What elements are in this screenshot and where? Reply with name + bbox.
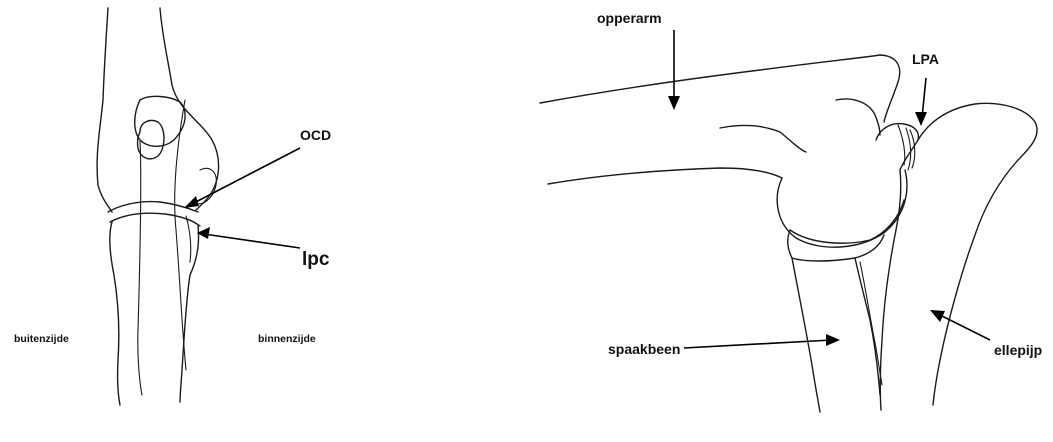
radius-shaft-right [854,257,881,396]
inner-side-label: binnenzijde [258,333,316,345]
lpa-arrow [921,77,927,119]
radius-front-outline [109,221,121,406]
lpa-label: LPA [912,51,939,67]
humerus-right-outline [159,7,220,211]
upper-arm-arrowhead [668,96,680,110]
humerus-inner-line-2 [174,99,187,371]
olecranon [875,122,920,171]
ulna-label: ellepijp [994,342,1042,358]
radius-label: spaakbeen [608,341,680,357]
joint-line-upper [107,200,199,213]
ulna-top [917,102,1038,406]
humerus-trochlea-rim [789,199,905,244]
lpc-arrow [203,233,301,249]
lpa-arrowhead [915,112,927,126]
forearm-inner-line [185,215,192,263]
lpa-lines [897,124,916,171]
lpc-arrowhead [197,227,210,239]
humerus-inner-curve [719,124,807,153]
upper-arm-top-outline [539,54,901,123]
ocd-arrow [189,147,301,206]
radius-head [787,229,885,262]
upper-arm-label: opperarm [597,10,662,26]
left-elbow-front-view: OCD lpc buitenzijde binnenzijde [14,7,331,406]
ulna-front-outline [179,225,200,403]
ulna-arrowhead [930,310,945,322]
humerus-left-outline [96,7,113,213]
upper-arm-bottom-outline [547,167,783,185]
joint-line-lower [109,212,201,227]
ocd-arrowhead [184,196,199,208]
capitulum-circle [136,119,165,160]
humerus-inner-line-1 [137,139,143,396]
ocd-label: OCD [300,127,331,143]
radius-shaft-left [791,257,821,413]
humerus-upper-curve [835,98,881,136]
ulna-arrow [937,313,991,341]
medial-condyle [197,167,217,205]
radius-inner-line [859,261,883,386]
radius-arrow [683,339,833,349]
lpc-label: lpc [302,249,330,270]
outer-side-label: buitenzijde [14,333,69,345]
radius-arrowhead [826,334,840,346]
lateral-condyle [134,95,186,147]
ulna-shaft [879,169,902,411]
right-elbow-side-view: opperarm LPA spaakbeen ellepijp [539,10,1042,413]
humerus-trochlea-head [776,169,908,248]
